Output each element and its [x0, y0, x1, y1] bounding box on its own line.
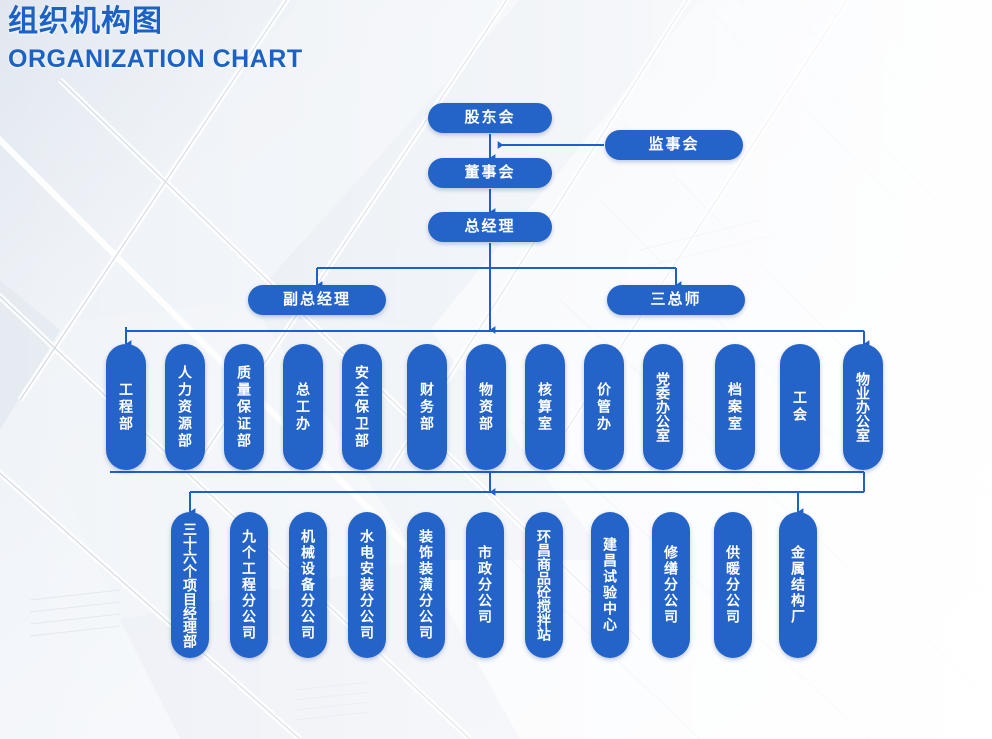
node-department-3[interactable]: 质量保证部	[224, 344, 264, 470]
node-subsidiary-5[interactable]: 装饰装潢分公司	[407, 512, 445, 658]
node-supervisors[interactable]: 监事会	[605, 130, 743, 160]
node-subsidiary-3[interactable]: 机械设备分公司	[289, 512, 327, 658]
node-department-5[interactable]: 安全保卫部	[342, 344, 382, 470]
title-chinese: 组织机构图	[8, 5, 163, 38]
node-department-4[interactable]: 总工办	[283, 344, 323, 470]
node-department-2[interactable]: 人力资源部	[165, 344, 205, 470]
node-department-11[interactable]: 档案室	[715, 344, 755, 470]
node-department-10[interactable]: 党委办公室	[643, 344, 683, 470]
node-subsidiary-2[interactable]: 九个工程分公司	[230, 512, 268, 658]
node-subsidiary-11[interactable]: 金属结构厂	[779, 512, 817, 658]
page-title: 组织机构图 ORGANIZATION CHART	[8, 2, 303, 76]
node-subsidiary-6[interactable]: 市政分公司	[466, 512, 504, 658]
node-department-6[interactable]: 财务部	[407, 344, 447, 470]
title-english: ORGANIZATION CHART	[8, 45, 303, 73]
node-three-chief-engineers[interactable]: 三总师	[607, 285, 745, 315]
node-subsidiary-7[interactable]: 环昌商品砼搅拌站	[525, 512, 563, 658]
node-department-8[interactable]: 核算室	[525, 344, 565, 470]
node-deputy-general-manager[interactable]: 副总经理	[248, 285, 386, 315]
node-subsidiary-8[interactable]: 建昌试验中心	[591, 512, 629, 658]
node-subsidiary-1[interactable]: 三十六个项目经理部	[171, 512, 209, 658]
node-department-12[interactable]: 工会	[780, 344, 820, 470]
node-board-of-directors[interactable]: 董事会	[428, 158, 552, 188]
node-department-1[interactable]: 工程部	[106, 344, 146, 470]
node-subsidiary-10[interactable]: 供暖分公司	[714, 512, 752, 658]
node-shareholders[interactable]: 股东会	[428, 103, 552, 133]
node-general-manager[interactable]: 总经理	[428, 212, 552, 242]
node-department-9[interactable]: 价管办	[584, 344, 624, 470]
node-subsidiary-4[interactable]: 水电安装分公司	[348, 512, 386, 658]
node-department-7[interactable]: 物资部	[466, 344, 506, 470]
node-department-13[interactable]: 物业办公室	[843, 344, 883, 470]
node-subsidiary-9[interactable]: 修缮分公司	[652, 512, 690, 658]
